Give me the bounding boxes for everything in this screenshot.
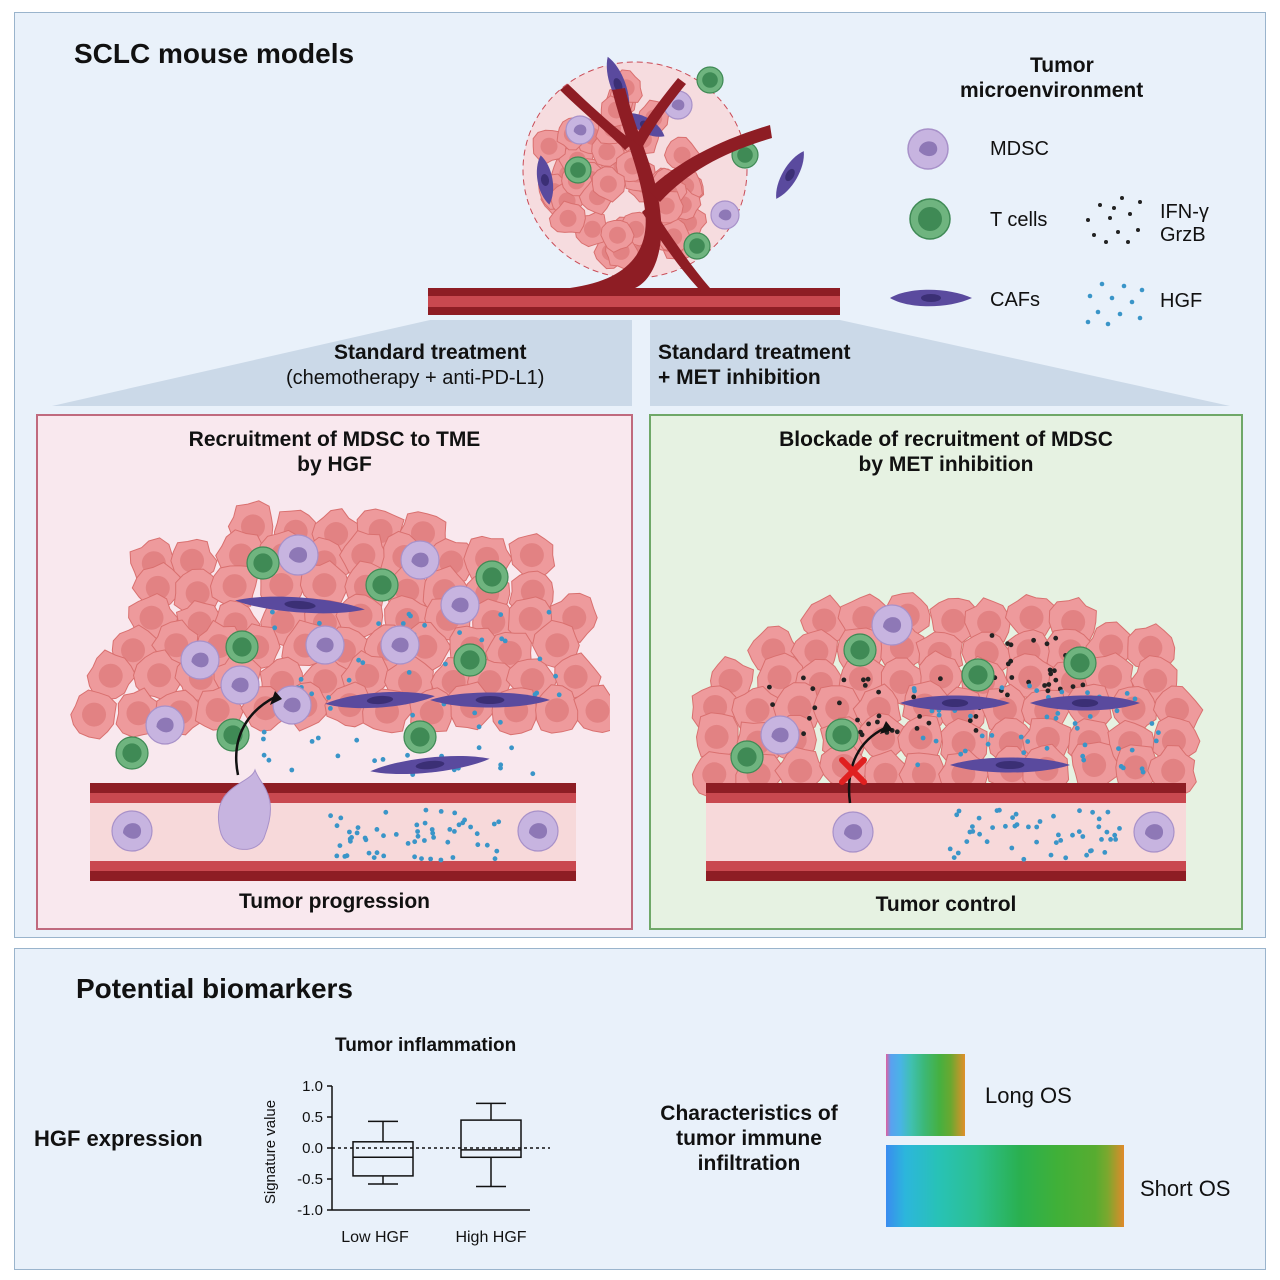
caf-icon: [776, 151, 804, 199]
left-box-title-2: by HGF: [297, 453, 372, 476]
arm-left-line1: Standard treatment: [334, 341, 527, 364]
mdsc-icon: [907, 128, 949, 170]
caf-icon: [235, 596, 365, 614]
y-tick-label: 0.0: [302, 1140, 323, 1157]
recruit-arrow-icon: [235, 695, 276, 776]
box-high-hgf: [460, 1102, 522, 1188]
left-box-title-1: Recruitment of MDSC to TME: [188, 428, 481, 451]
top-title: SCLC mouse models: [74, 38, 355, 69]
tumor-illustration: [428, 56, 840, 315]
right-tumor-scene: [691, 592, 1204, 881]
left-box-caption: Tumor progression: [239, 890, 430, 913]
right-box-title-2: by MET inhibition: [858, 453, 1034, 476]
caf-icon: [325, 691, 435, 709]
long-os-label: Long OS: [985, 1083, 1072, 1108]
y-tick-label: -1.0: [297, 1202, 323, 1219]
caf-icon: [900, 695, 1010, 711]
y-tick-label: 1.0: [302, 1078, 323, 1095]
chart-title: Tumor inflammation: [335, 1035, 517, 1056]
legend-tcells: T cells: [990, 209, 1048, 231]
characteristics-line3: infiltration: [697, 1152, 801, 1175]
left-tumor-scene: [70, 500, 610, 881]
treatment-arms: [52, 320, 1230, 406]
bottom-title: Potential biomarkers: [76, 973, 353, 1004]
legend-grzb: GrzB: [1160, 224, 1206, 246]
arm-right-line2: + MET inhibition: [658, 366, 821, 389]
short-os-label: Short OS: [1140, 1176, 1231, 1201]
x-tick-label: Low HGF: [341, 1229, 409, 1246]
x-tick-label: High HGF: [455, 1229, 526, 1246]
hgf-expression-label: HGF expression: [34, 1126, 203, 1151]
arm-right-line1: Standard treatment: [658, 341, 851, 364]
legend-ifn: IFN-γ: [1160, 201, 1209, 223]
hgf-dots-icon: [1085, 281, 1145, 327]
caf-icon: [1030, 695, 1140, 711]
legend-mdsc: MDSC: [990, 138, 1049, 160]
caf-icon: [370, 755, 490, 775]
legend-hgf: HGF: [1160, 290, 1203, 312]
caf-icon: [950, 757, 1070, 773]
ifn-dots-icon: [1086, 196, 1142, 244]
arm-left-line2: (chemotherapy + anti-PD-L1): [286, 367, 545, 389]
y-axis-label: Signature value: [262, 1100, 279, 1204]
legend-title-1: Tumor: [1030, 54, 1094, 77]
caf-icon: [890, 289, 972, 307]
legend-title-2: microenvironment: [960, 79, 1144, 102]
recruit-arrow-icon: [847, 726, 886, 804]
legend-cafs: CAFs: [990, 289, 1040, 311]
right-box-title-1: Blockade of recruitment of MDSC: [779, 428, 1113, 451]
characteristics-line2: tumor immune: [676, 1127, 822, 1150]
y-tick-label: -0.5: [297, 1171, 323, 1188]
right-box-caption: Tumor control: [875, 893, 1017, 916]
box-low-hgf: [352, 1120, 414, 1185]
long-os-bar: [886, 1054, 965, 1136]
caf-icon: [430, 692, 550, 708]
y-tick-label: 0.5: [302, 1109, 323, 1126]
short-os-bar: [886, 1145, 1124, 1227]
characteristics-line1: Characteristics of: [660, 1102, 838, 1125]
caf-icon: [536, 155, 554, 205]
t-cell-icon: [909, 198, 951, 240]
block-x-icon: [839, 757, 867, 785]
